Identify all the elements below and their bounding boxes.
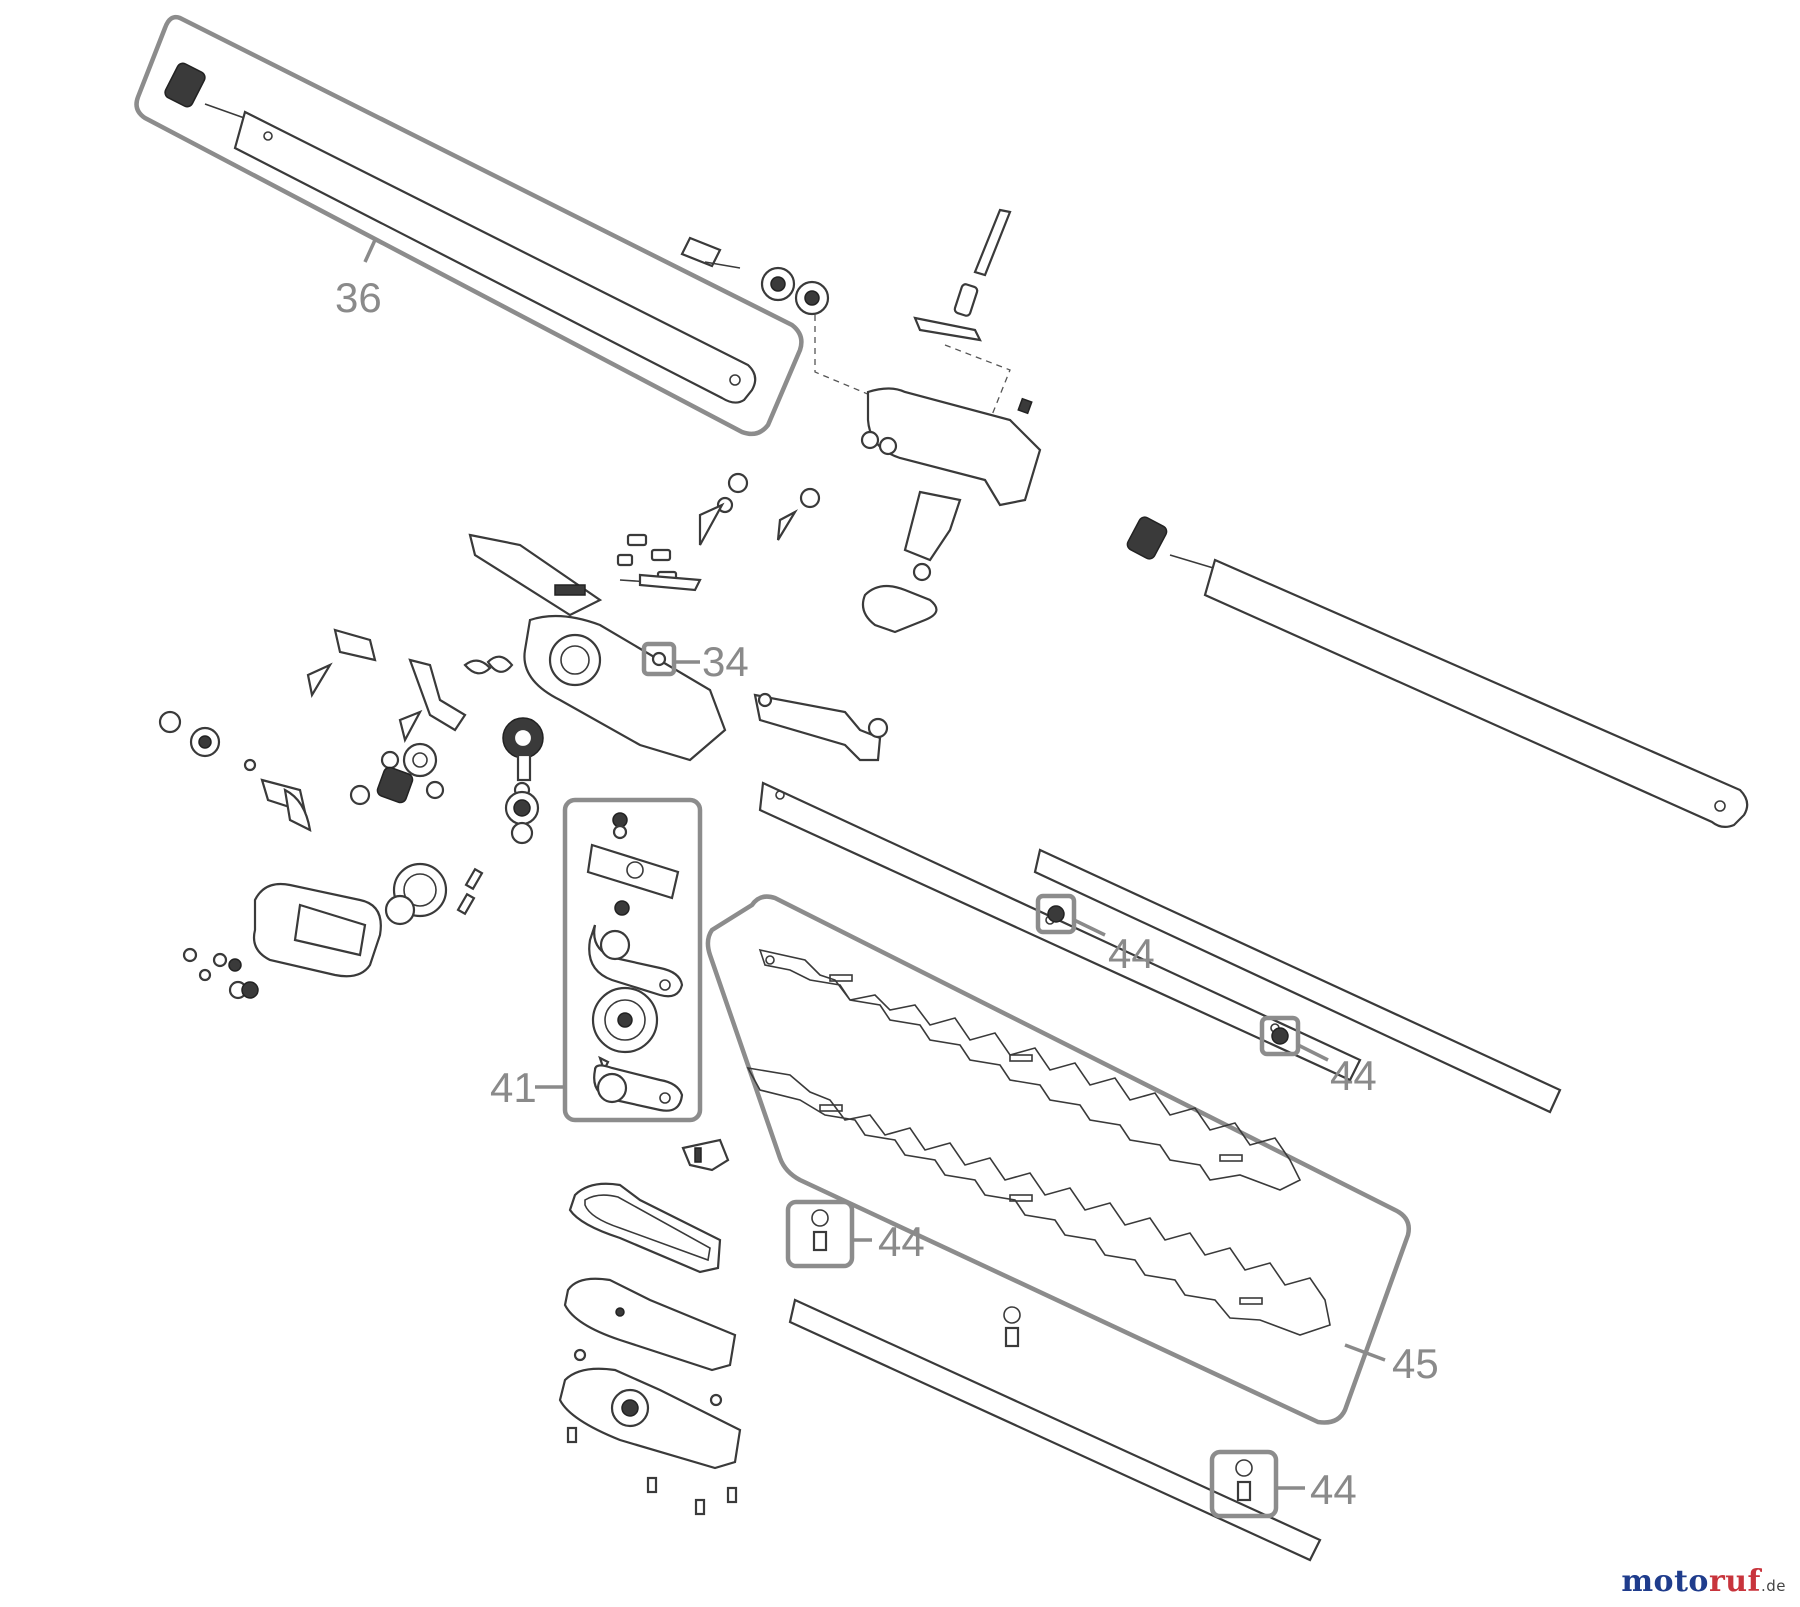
blade-lower	[746, 1066, 1331, 1336]
gear-housing-lower	[182, 862, 484, 1000]
shaft-tube-36	[164, 62, 757, 404]
callout-45-label: 45	[1392, 1340, 1439, 1387]
clamp-plate	[913, 316, 982, 342]
watermark-main: moto	[1621, 1564, 1709, 1599]
callout-44c-label: 44	[878, 1218, 925, 1265]
cover-plate	[563, 1277, 737, 1372]
callout-44a-label: 44	[1108, 930, 1155, 977]
watermark-accent: ruf	[1708, 1564, 1761, 1599]
callout-44d-frame	[1209, 1449, 1279, 1519]
callout-34[interactable]: 34	[641, 638, 749, 685]
blade-upper	[758, 948, 1302, 1191]
group-45-frame	[705, 894, 1411, 1425]
callout-34-frame	[641, 641, 677, 677]
upper-clamp-assembly[interactable]	[680, 208, 1042, 634]
base-plate	[558, 1367, 742, 1470]
small-hardware-left	[158, 628, 514, 832]
washer-c	[811, 1209, 829, 1227]
grease-nipple	[651, 651, 667, 667]
callout-44b-frame	[1259, 1015, 1301, 1057]
callout-34-label: 34	[702, 638, 749, 685]
motoruf-watermark-logo: motoruf.de	[1621, 1564, 1786, 1599]
loose-screw	[1003, 1306, 1021, 1348]
callout-44d-label: 44	[1310, 1466, 1357, 1513]
part-group-45[interactable]: 45	[705, 894, 1439, 1425]
nut-a	[1047, 905, 1065, 923]
screws-upper	[616, 472, 821, 584]
clip	[903, 490, 962, 562]
long-bolt	[973, 208, 1012, 277]
screw-c	[812, 1230, 828, 1252]
callout-44b-label: 44	[1330, 1052, 1377, 1099]
gear-stack	[502, 717, 544, 845]
guide-bars	[753, 692, 1562, 1562]
group-41-frame	[562, 797, 703, 1123]
callout-44c-frame	[785, 1199, 855, 1269]
callout-36[interactable]: 36	[335, 239, 382, 321]
callout-44-c[interactable]: 44	[785, 1199, 925, 1269]
callout-44-d[interactable]: 44	[1209, 1449, 1357, 1519]
part-group-36[interactable]	[134, 14, 804, 437]
cover-plates	[558, 1138, 742, 1516]
group-36-frame	[134, 14, 804, 437]
top-guide-bar	[1033, 848, 1562, 1114]
bottom-guide-bar	[788, 1298, 1322, 1562]
bracket-block	[681, 1138, 730, 1172]
part-group-41[interactable]: 41	[490, 797, 703, 1123]
callout-44a-frame	[1035, 893, 1077, 935]
watermark-tld: .de	[1760, 1577, 1786, 1595]
knob	[861, 584, 938, 634]
callout-41-label: 41	[490, 1064, 537, 1111]
handle-grip	[468, 533, 603, 617]
callout-36-label: 36	[335, 274, 382, 321]
washer-d	[1235, 1459, 1253, 1477]
shaft-tube-right	[1126, 516, 1749, 829]
group-41-parts	[586, 812, 684, 1112]
gearbox-housing	[468, 533, 727, 762]
callout-44-b[interactable]: 44	[1259, 1015, 1377, 1099]
screw-d	[1236, 1480, 1252, 1502]
spacer-pin	[680, 236, 722, 268]
callout-44-a[interactable]: 44	[1035, 893, 1155, 977]
nut-b	[1271, 1027, 1289, 1045]
